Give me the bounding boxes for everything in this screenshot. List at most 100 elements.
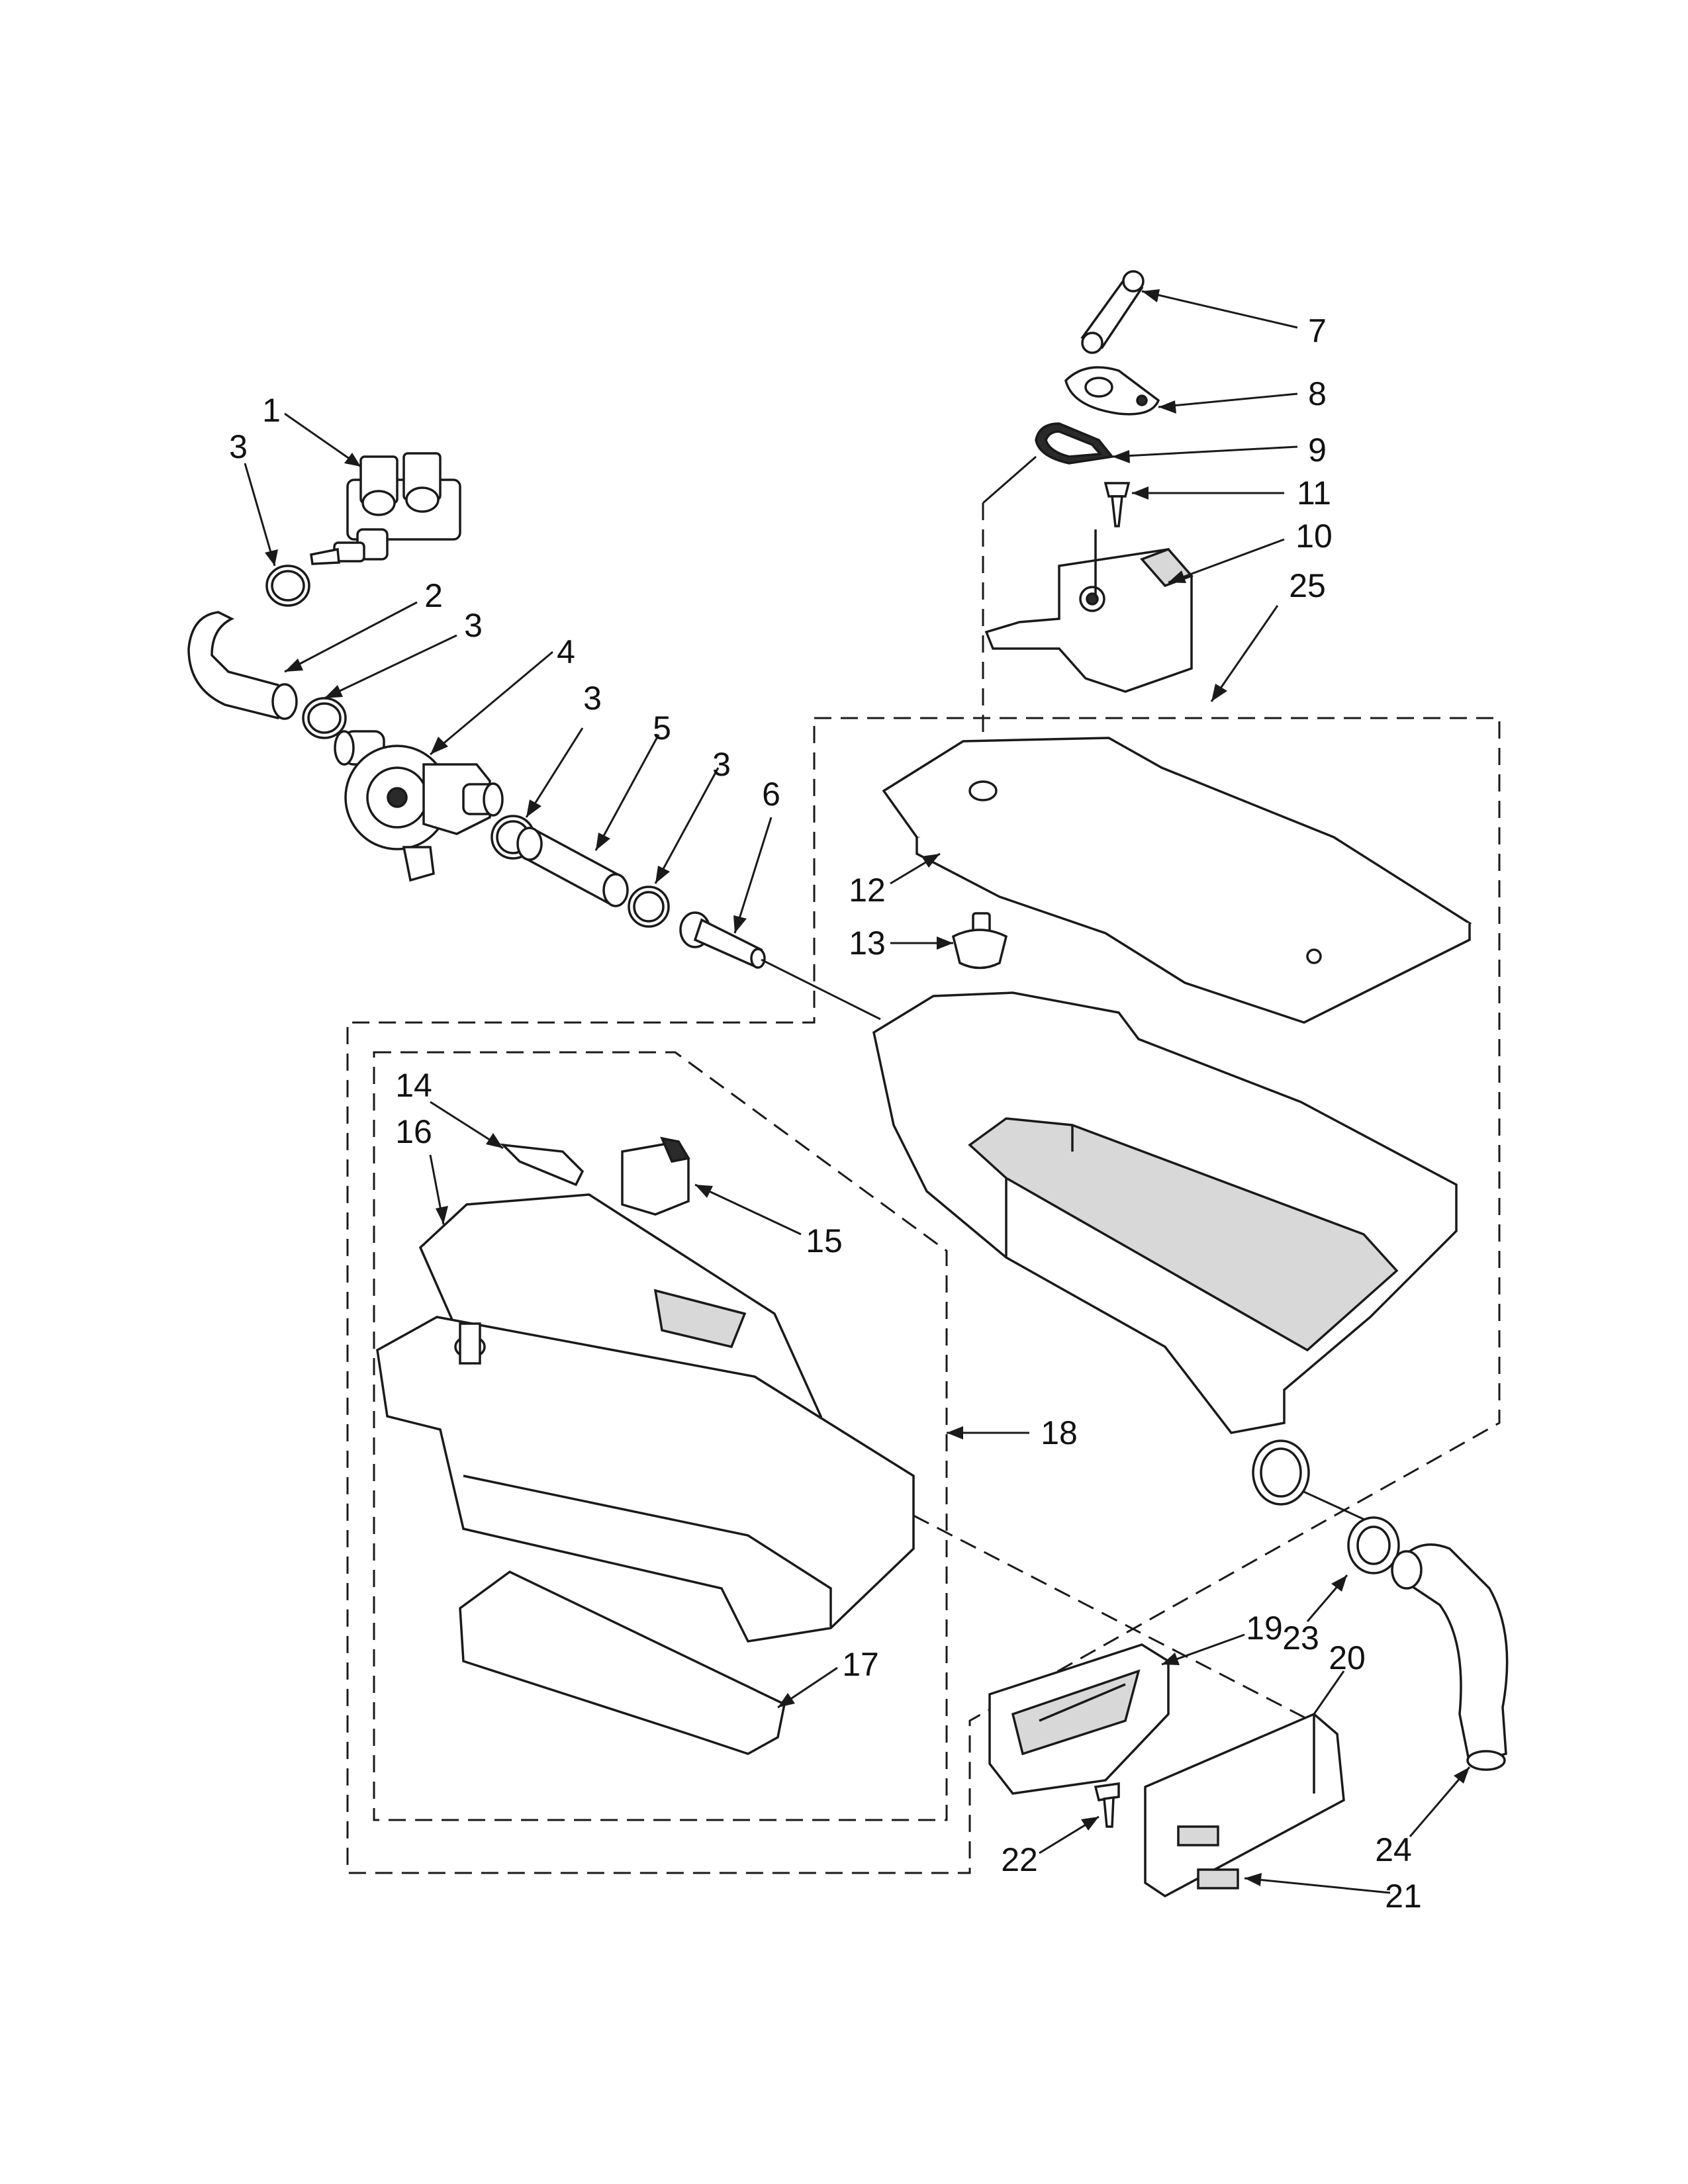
callout-5: 5 [653,709,671,747]
screw-part-22 [1094,1782,1120,1828]
callout-3b: 3 [464,607,483,644]
callout-1: 1 [262,392,281,429]
nozzle-connection-line [761,958,881,1021]
arrowhead-15 [695,1185,713,1198]
arrowhead-19 [1162,1653,1180,1665]
arrowhead-1 [344,453,361,467]
drawer-front-part-17 [459,1570,786,1755]
arrowhead-7 [1142,289,1160,302]
seal-ring-part-23 [1347,1516,1400,1574]
arrowhead-6 [733,915,747,933]
callout-3d: 3 [712,746,731,783]
arrowhead-13 [937,936,953,950]
arrowhead-3b [324,685,343,698]
arrowhead-14 [486,1133,503,1148]
siphon-cap-part-15 [621,1136,690,1216]
hose-clamp-part-3a [265,565,310,607]
leader-3c [525,727,584,818]
hose-clamp-part-3b [302,697,347,739]
handle-frame-part-19 [988,1643,1170,1795]
arrowhead-24 [1454,1767,1470,1784]
link-arm-part-7 [1080,270,1145,354]
arrowhead-11 [1132,486,1149,500]
leader-21 [1244,1877,1391,1894]
arrowhead-17 [778,1693,795,1707]
arrowhead-9 [1112,450,1130,463]
callout-13: 13 [849,925,886,962]
inlet-hose-part-2 [187,611,298,720]
alignment-line-gasket [982,455,1037,504]
callout-11: 11 [1297,475,1331,512]
screw-part-11 [1103,482,1131,527]
callout-22: 22 [1001,1841,1038,1878]
callout-8: 8 [1308,375,1327,412]
drain-pump-part-4 [334,730,504,882]
hose-section-part-5 [516,827,629,907]
callout-20: 20 [1329,1639,1366,1676]
callout-23: 23 [1282,1619,1319,1657]
dispenser-housing [872,991,1458,1434]
callout-2: 2 [424,577,443,614]
alignment-line-drawer-handle [913,1514,1318,1725]
leader-5 [594,734,660,851]
hose-elbow-part-24 [1391,1543,1509,1771]
assembly-18-outline [373,1051,948,1821]
housing-outlet-ring [1252,1439,1310,1506]
leader-7 [1141,290,1298,329]
arrowhead-3d [655,866,670,884]
arrowhead-3a [265,549,278,566]
leader-3d [654,767,720,884]
callout-10: 10 [1295,518,1333,555]
callout-12: 12 [849,872,886,909]
arrowhead-21 [1244,1873,1262,1886]
cam-plate-part-8 [1064,366,1160,416]
callout-16: 16 [395,1113,432,1150]
leader-20 [1313,1670,1345,1715]
arrowhead-25 [1211,684,1227,702]
arrowhead-3c [526,799,541,817]
arrowhead-10 [1168,570,1186,583]
clip-part-14 [500,1143,585,1187]
nozzle-part-6 [679,911,766,969]
arrowhead-23 [1331,1575,1347,1592]
callout-3c: 3 [583,680,602,717]
callout-17: 17 [842,1646,879,1683]
callout-14: 14 [395,1067,432,1104]
leader-6 [733,817,773,934]
arrowhead-22 [1081,1817,1099,1831]
arrowhead-12 [921,854,940,868]
arrowhead-18 [947,1426,963,1439]
callout-7: 7 [1308,312,1327,349]
leader-4 [430,651,553,756]
callout-9: 9 [1308,432,1327,469]
callout-25: 25 [1289,567,1326,604]
leader-25 [1210,605,1279,702]
water-inlet-valve-part-1 [310,452,461,565]
arrowhead-4 [430,737,448,754]
leader-1 [284,412,361,468]
arrowhead-2 [285,659,303,672]
callout-15: 15 [806,1222,843,1259]
arrowhead-16 [436,1206,448,1224]
leader-3b [324,634,457,700]
gasket-part-9 [1035,422,1115,465]
leader-3a [244,463,276,567]
leader-10 [1168,538,1285,584]
dispenser-drawer [376,1316,915,1643]
callout-6: 6 [762,776,780,813]
arrowhead-5 [596,833,610,850]
callout-4: 4 [557,633,575,670]
leader-15 [694,1183,802,1236]
label-part-21 [1197,1868,1239,1889]
arrowhead-8 [1158,400,1176,414]
callout-24: 24 [1375,1831,1412,1868]
leader-8 [1158,392,1298,408]
callout-19: 19 [1246,1610,1283,1647]
callout-18: 18 [1041,1414,1078,1451]
callout-3a: 3 [229,428,248,465]
callout-21: 21 [1385,1878,1422,1915]
leader-2 [284,601,418,673]
assembly-25-outline [346,717,1501,1874]
